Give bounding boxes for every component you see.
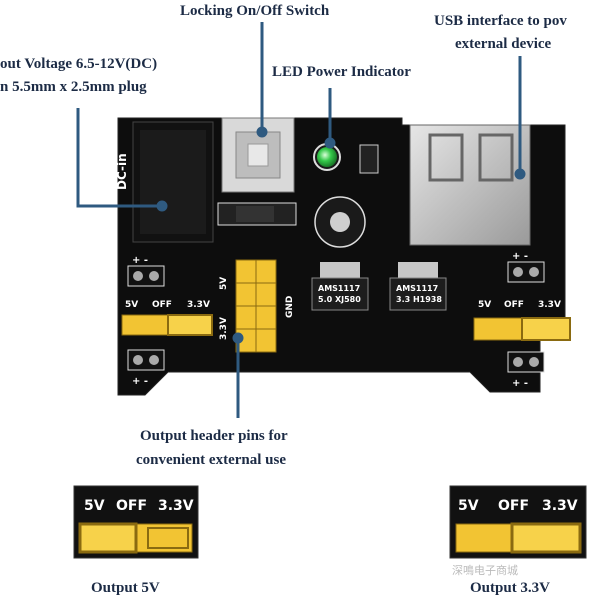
input-voltage-label-line2: n 5.5mm x 2.5mm plug [0, 79, 147, 95]
left-selector: 5V OFF 3.3V [121, 300, 213, 336]
svg-text:OFF: OFF [152, 300, 172, 310]
inset-output-3v3: 5V OFF 3.3V 深鳴电子商城 [449, 485, 587, 577]
watermark: 深鳴电子商城 [452, 563, 518, 577]
svg-text:3.3V: 3.3V [219, 317, 229, 340]
usb-port [409, 124, 531, 246]
svg-text:5V: 5V [125, 300, 138, 310]
regulator-3v3: AMS1117 3.3 H1938 [389, 262, 447, 311]
left-bottom-pins: + - [127, 349, 165, 387]
right-selector: 5V OFF 3.3V [473, 300, 571, 341]
left-top-pins: + - [127, 255, 165, 287]
resistor [359, 144, 379, 174]
svg-text:+ -: + - [512, 251, 528, 262]
svg-text:OFF: OFF [498, 498, 529, 514]
svg-text:5V: 5V [478, 300, 491, 310]
header-label-line2: convenient external use [136, 452, 286, 468]
usb-label-line1: USB interface to pov [434, 13, 567, 29]
svg-text:3.3V: 3.3V [158, 498, 194, 514]
power-led [317, 147, 337, 167]
svg-text:3.3V: 3.3V [538, 300, 561, 310]
switch-label: Locking On/Off Switch [180, 3, 330, 19]
dc-jack: DC-in [115, 121, 214, 243]
svg-text:5V: 5V [219, 277, 229, 290]
svg-text:5V: 5V [458, 498, 479, 514]
svg-text:AMS1117: AMS1117 [318, 284, 360, 293]
svg-text:5.0 XJ580: 5.0 XJ580 [318, 295, 361, 304]
input-voltage-label-line1: out Voltage 6.5-12V(DC) [0, 56, 158, 72]
svg-text:OFF: OFF [116, 498, 147, 514]
pointer-lines [76, 22, 526, 418]
right-top-pins: + - [507, 251, 545, 283]
svg-text:OFF: OFF [504, 300, 524, 310]
svg-text:+ -: + - [132, 255, 148, 266]
svg-text:+ -: + - [512, 378, 528, 389]
header-pins: 5V 3.3V GND [219, 259, 295, 353]
svg-text:3.3V: 3.3V [542, 498, 578, 514]
svg-text:GND: GND [285, 296, 295, 318]
led-label: LED Power Indicator [272, 64, 411, 80]
svg-text:3.3 H1938: 3.3 H1938 [396, 295, 442, 304]
inset-output-5v: 5V OFF 3.3V [73, 485, 199, 559]
svg-text:+ -: + - [132, 376, 148, 387]
usb-label-line2: external device [455, 36, 552, 52]
right-bottom-pins: + - [507, 351, 545, 389]
svg-text:5V: 5V [84, 498, 105, 514]
caption-output-3v3: Output 3.3V [470, 580, 551, 596]
header-label-line1: Output header pins for [140, 428, 288, 444]
dc-in-label: DC-in [115, 153, 129, 190]
regulator-5v: AMS1117 5.0 XJ580 [311, 262, 369, 311]
svg-text:3.3V: 3.3V [187, 300, 210, 310]
svg-text:AMS1117: AMS1117 [396, 284, 438, 293]
caption-output-5v: Output 5V [91, 580, 160, 596]
